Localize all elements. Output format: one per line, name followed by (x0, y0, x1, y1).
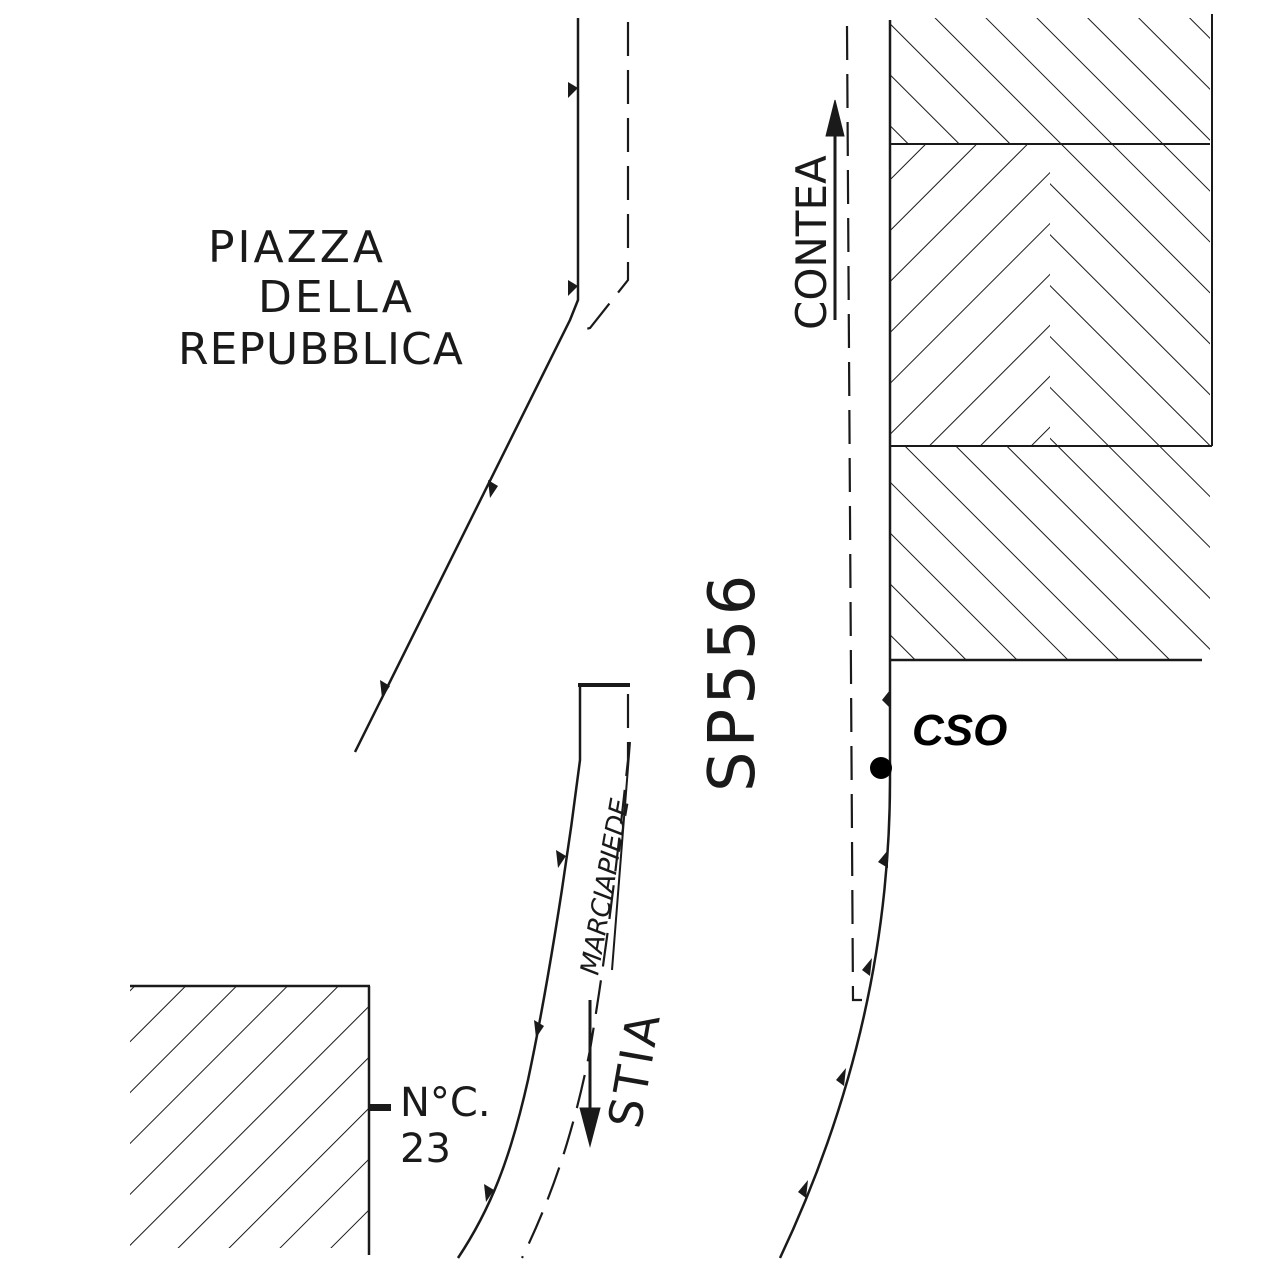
civic-number-label-line2: 23 (400, 1126, 451, 1172)
dashed-lines (521, 22, 862, 1259)
arrow-down-icon (579, 1000, 601, 1148)
cso-label: CSO (912, 706, 1007, 755)
piazza-label-line3: REPUBBLICA (178, 324, 464, 375)
civic-number-marker (369, 1104, 391, 1111)
road-edges (353, 18, 892, 1259)
building-block-east (890, 14, 1213, 662)
piazza-label: PIAZZA DELLA REPUBBLICA (178, 222, 464, 375)
piazza-label-line2: DELLA (258, 272, 415, 323)
sp556-label: SP556 (696, 571, 770, 792)
upper-road-dashed-edge (573, 22, 630, 334)
building-east-middle-a (890, 144, 1050, 446)
stia-label: STIA (598, 1006, 672, 1132)
contea-label: CONTEA (787, 155, 836, 330)
building-east-lower (890, 446, 1210, 660)
building-east-upper (890, 18, 1210, 144)
northwest-kerb-line (353, 18, 580, 753)
piazza-label-line1: PIAZZA (208, 222, 386, 273)
sidewalk-dashed-edge (521, 694, 630, 1259)
civic-number-label-line1: N°C. (400, 1080, 491, 1126)
building-block-southwest (130, 984, 391, 1255)
marciapiede-label: MARCIAPIEDE (575, 796, 636, 977)
cso-point-marker (870, 757, 892, 779)
kerb-direction-ticks (380, 82, 890, 1202)
east-kerb-line (778, 20, 892, 1259)
building-east-middle-b (1050, 144, 1210, 446)
sidewalk-kerb-line (456, 685, 582, 1259)
sp556-dashed-centerline (845, 25, 862, 1002)
arrow-up-icon (825, 99, 845, 320)
